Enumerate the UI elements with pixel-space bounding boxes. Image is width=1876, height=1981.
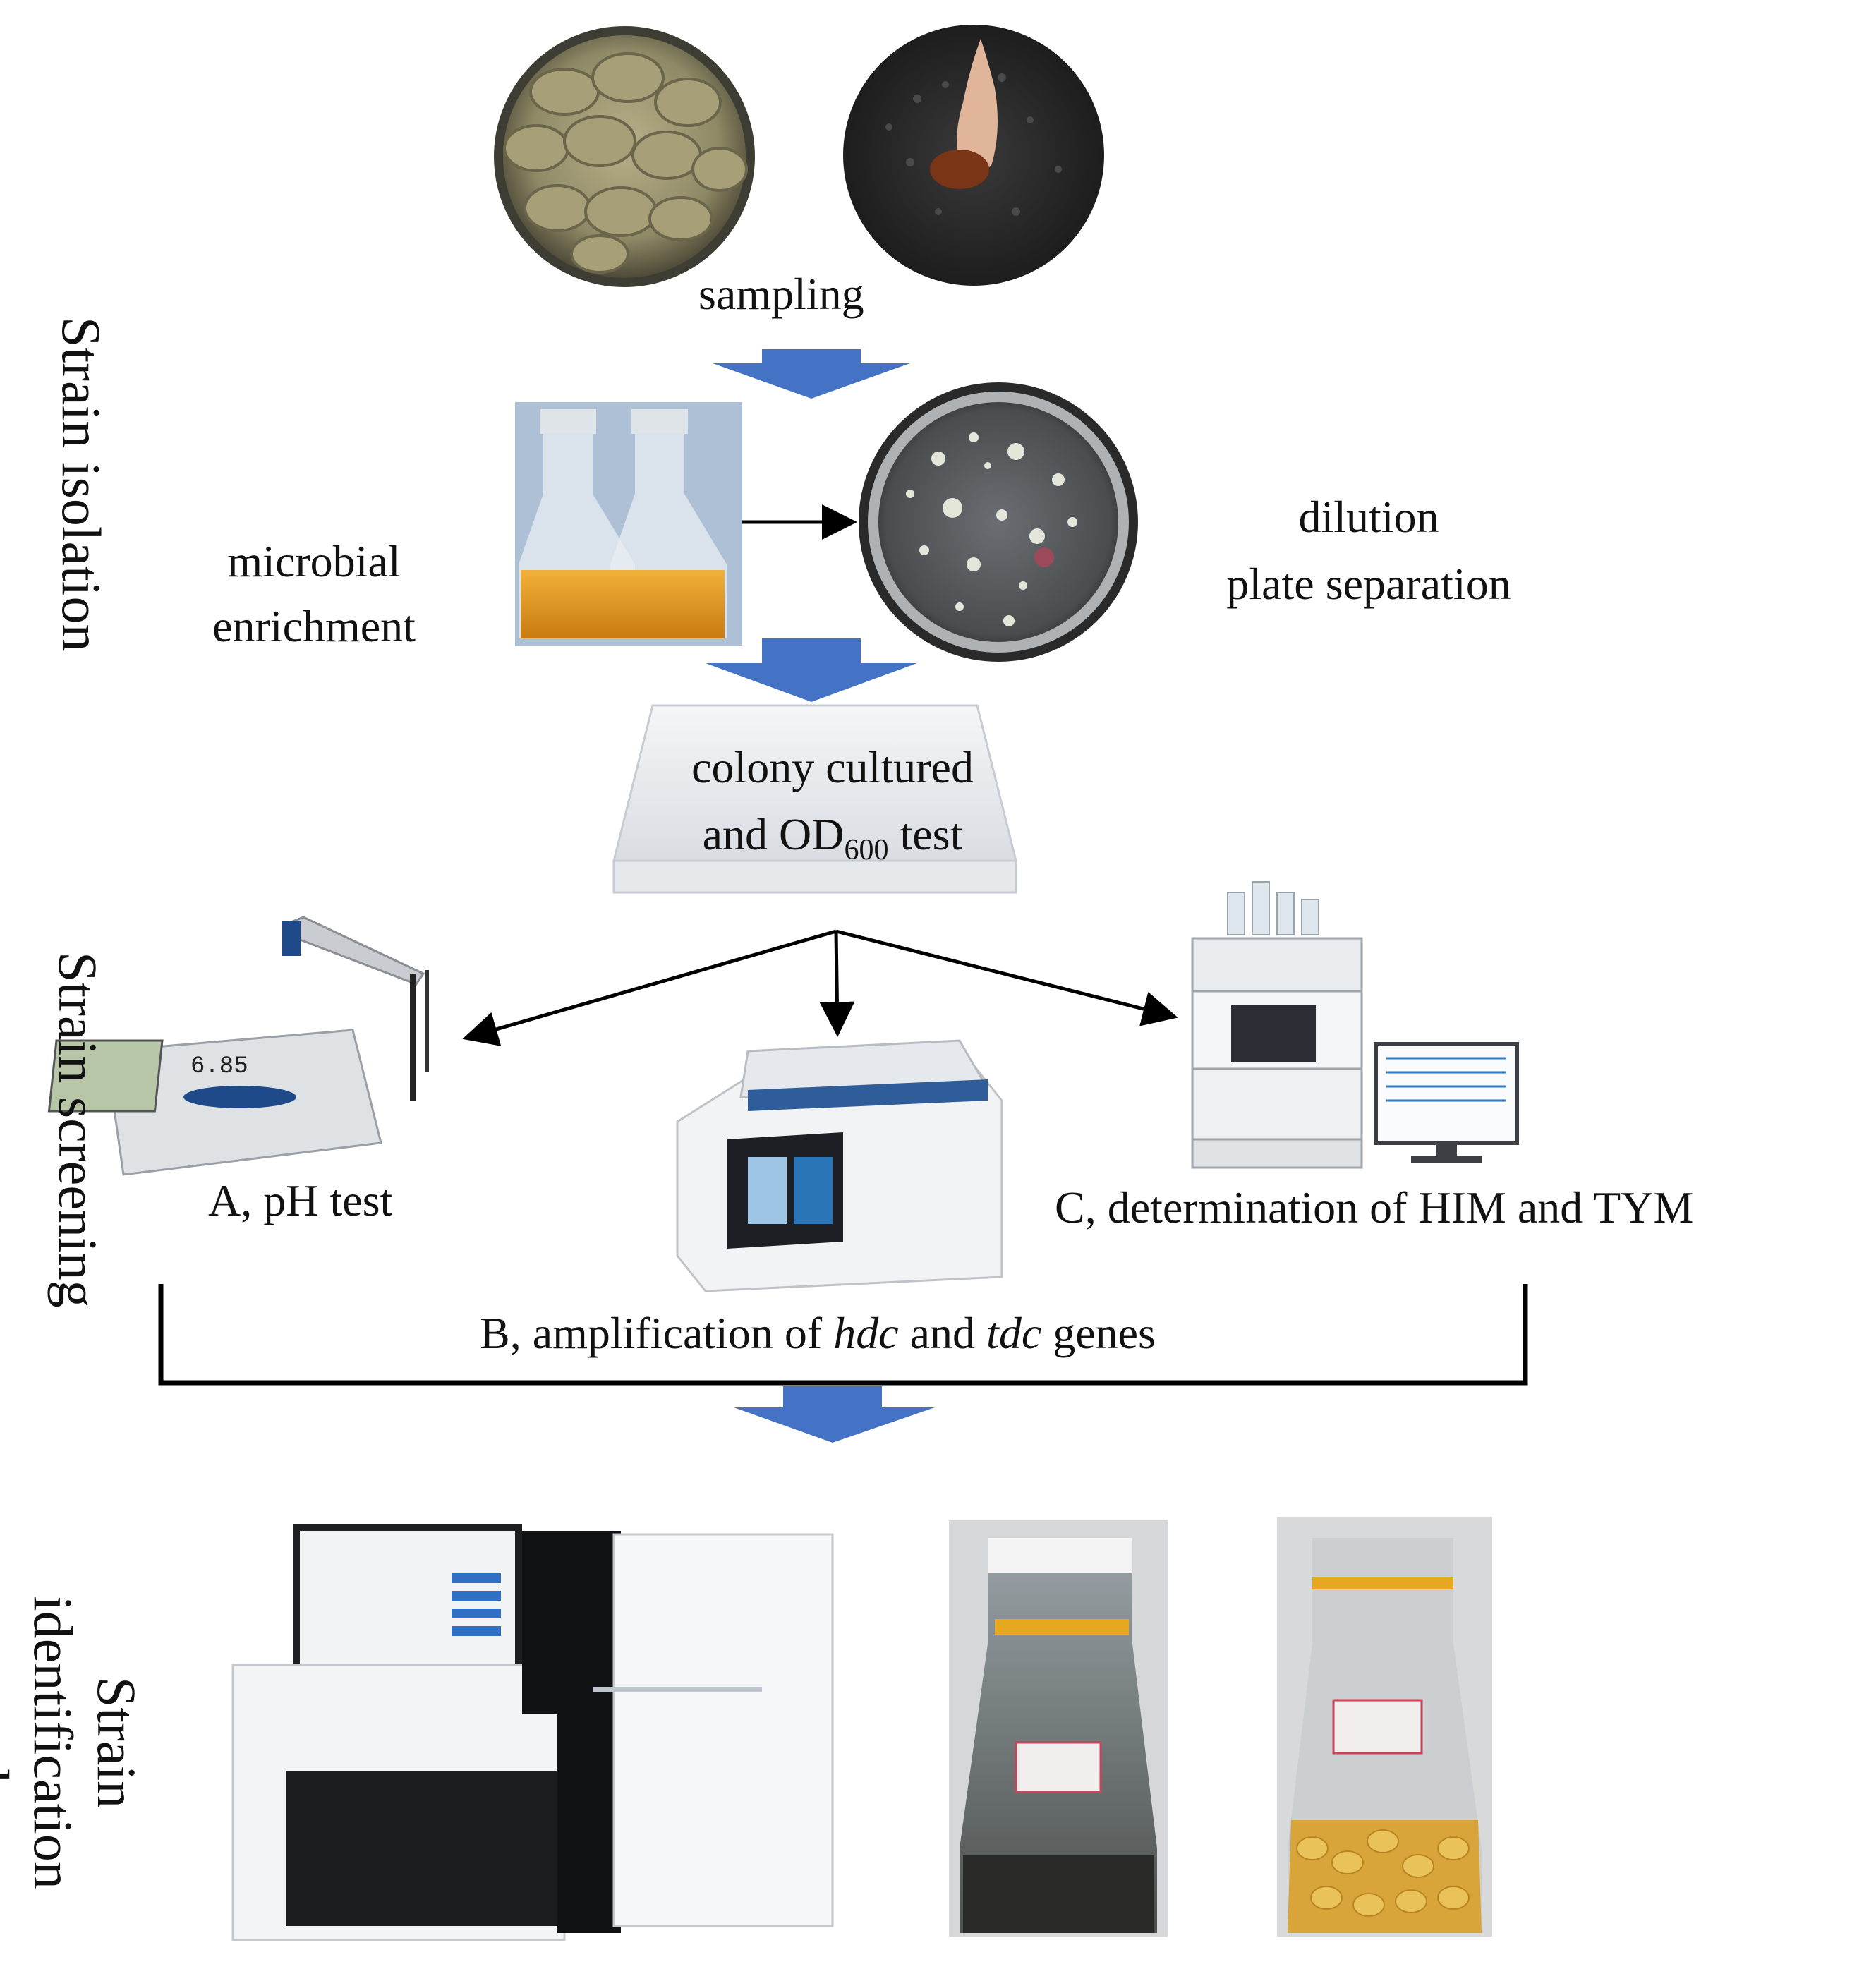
colony-od-suffix: test xyxy=(888,809,963,859)
step-label-enrichment: microbial enrichment xyxy=(173,529,455,659)
enrichment-line-2: enrichment xyxy=(212,601,416,651)
ph-meter-reading: 6.85 xyxy=(190,1053,248,1080)
amp-suffix: genes xyxy=(1041,1308,1156,1358)
colony-line-2: and OD600 test xyxy=(635,801,1030,884)
fermentation-flask-yellow-image xyxy=(1277,1517,1492,1937)
step-label-colony-culture: colony cultured and OD600 test xyxy=(635,734,1030,884)
dilution-line-2: plate separation xyxy=(1226,559,1511,609)
step-label-sampling: sampling xyxy=(698,269,864,319)
enrichment-flask-image xyxy=(515,402,742,646)
section-label-isolation: Strain isolation xyxy=(51,317,112,652)
colony-od-prefix: and OD xyxy=(702,809,845,859)
flow-arrows xyxy=(706,349,935,1443)
flow-arrow-1 xyxy=(713,349,910,399)
screening-bracket xyxy=(158,1284,1528,1386)
colony-od-subscript: 600 xyxy=(844,834,889,866)
dilution-line-1: dilution xyxy=(1298,492,1439,542)
pcr-machine-image xyxy=(676,1039,1003,1292)
flow-arrow-2 xyxy=(706,638,917,702)
step-label-ph-test: A, pH test xyxy=(208,1175,393,1225)
section-label-screening: Strain screening xyxy=(47,952,109,1308)
enrichment-line-1: microbial xyxy=(227,536,401,586)
amp-gene-tdc: tdc xyxy=(986,1308,1042,1358)
section-label-identification: Strain identification and characteristic xyxy=(0,1566,148,1919)
petri-dish-image xyxy=(859,382,1138,662)
fermentation-flask-black-image xyxy=(949,1520,1168,1937)
amp-mid: and xyxy=(898,1308,987,1358)
identification-line-1: Strain identification xyxy=(23,1596,147,1889)
sequencer-image xyxy=(231,1524,834,1941)
step-label-dilution: dilution plate separation xyxy=(1164,483,1573,617)
well-plate-image xyxy=(612,704,1017,894)
colony-line-1: colony cultured xyxy=(691,742,974,792)
branch-connectors xyxy=(462,929,1178,1046)
amp-gene-hdc: hdc xyxy=(833,1308,899,1358)
ph-meter-image xyxy=(47,916,429,1176)
step-label-him-tym: C, determination of HIM and TYM xyxy=(1055,1182,1694,1232)
hplc-system-image xyxy=(1191,881,1519,1169)
flow-arrow-3 xyxy=(734,1386,935,1443)
step-label-amplification: B, amplification of hdc and tdc genes xyxy=(480,1311,1156,1356)
soybean-sample-image xyxy=(494,26,755,287)
identification-line-2: and characteristic xyxy=(0,1702,20,1783)
amp-prefix: B, amplification of xyxy=(480,1308,834,1358)
soil-sample-image xyxy=(843,25,1104,286)
